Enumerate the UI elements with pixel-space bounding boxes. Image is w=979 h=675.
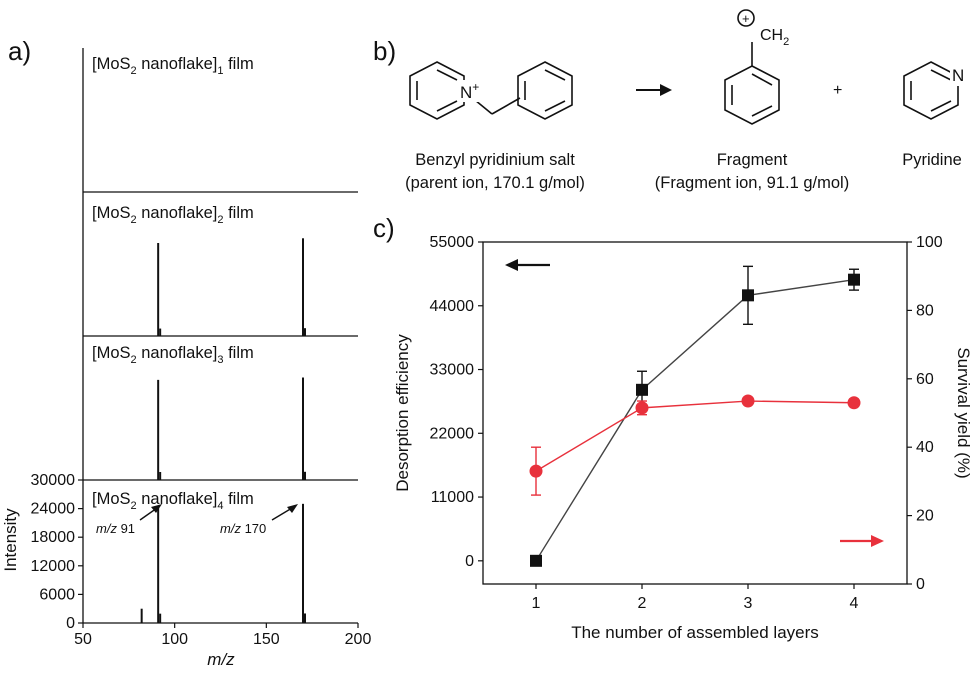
panel-a-xlabel: m/z <box>207 650 235 669</box>
panel-a-x-ticks: 50 100 150 200 <box>74 623 371 648</box>
panel-c-series <box>529 265 861 567</box>
panel-c-y2label: Survival yield (%) <box>954 347 973 478</box>
pyridinium-ring <box>409 61 521 120</box>
data-point-circle <box>529 464 543 478</box>
n-plus-label: N+ <box>460 80 479 102</box>
series-line-right <box>535 400 855 472</box>
y2-tick-label: 80 <box>916 302 934 319</box>
y2-tick-label: 60 <box>916 371 934 388</box>
pyridine-ring <box>903 61 959 120</box>
n-label-bg <box>950 64 966 86</box>
panel-a-y-ticks: 0 6000 12000 18000 24000 30000 <box>31 472 83 632</box>
plot-frame <box>482 241 908 585</box>
panel-c-label: c) <box>373 213 395 243</box>
arrow-head <box>151 504 162 513</box>
x-tick-label: 3 <box>744 595 753 612</box>
parent-desc: (parent ion, 170.1 g/mol) <box>405 174 585 192</box>
panel-a-label: a) <box>8 36 31 66</box>
benzene-ring-parent <box>517 61 573 120</box>
y-tick-label: 11000 <box>431 489 474 506</box>
x-tick-label: 1 <box>532 595 541 612</box>
panel-c-x-ticks: 1 2 3 4 <box>532 584 859 612</box>
panel-c-xlabel: The number of assembled layers <box>571 623 819 642</box>
data-point-square <box>742 289 754 302</box>
panel-b-label: b) <box>373 36 396 66</box>
data-point-circle <box>635 401 649 415</box>
x-tick-label: 100 <box>161 631 188 648</box>
data-point-square <box>636 383 648 396</box>
ch2-label: CH2 <box>760 27 789 48</box>
cation-charge: + <box>742 11 750 26</box>
peak-label-91: m/z 91 <box>96 521 135 536</box>
right-axis-arrow-head <box>871 535 884 547</box>
panel-a-ylabel: Intensity <box>1 508 20 572</box>
panel-a-spectra: [MoS2 nanoflake]1 film [MoS2 nanoflake]2… <box>1 48 371 669</box>
film-label-2: [MoS2 nanoflake]2 film <box>92 204 254 226</box>
y2-tick-label: 20 <box>916 508 934 525</box>
fragment-name: Fragment <box>717 151 788 169</box>
n-label-bg <box>458 80 480 102</box>
arrow-peak-170 <box>271 507 293 521</box>
x-tick-label: 200 <box>345 631 372 648</box>
y-tick-label: 18000 <box>31 529 76 546</box>
peak-label-170: m/z 170 <box>220 521 266 536</box>
x-tick-label: 2 <box>638 595 647 612</box>
data-point-square <box>530 554 542 567</box>
parent-name: Benzyl pyridinium salt <box>415 151 575 169</box>
film-label-4: [MoS2 nanoflake]4 film <box>92 490 254 512</box>
y-tick-label: 12000 <box>31 558 76 575</box>
panel-c-left-y-ticks: 0 11000 22000 33000 44000 55000 <box>430 234 483 570</box>
y-tick-label: 6000 <box>39 586 75 603</box>
data-point-circle <box>741 394 755 408</box>
plus-sign: + <box>833 82 842 99</box>
data-point-circle <box>847 396 861 410</box>
y-tick-label: 0 <box>465 553 474 570</box>
film-label-3: [MoS2 nanoflake]3 film <box>92 344 254 366</box>
spectra-peaks <box>140 238 306 623</box>
panel-c-ylabel: Desorption efficiency <box>393 334 412 492</box>
x-tick-label: 50 <box>74 631 92 648</box>
benzene-ring-fragment <box>724 9 780 125</box>
y-tick-label: 44000 <box>430 298 475 315</box>
x-tick-label: 150 <box>253 631 280 648</box>
arrow-head <box>287 504 298 513</box>
y2-tick-label: 100 <box>916 234 943 251</box>
y-tick-label: 24000 <box>31 501 76 518</box>
pyridine-n-label: N <box>952 66 964 85</box>
y2-tick-label: 0 <box>916 576 925 593</box>
data-point-square <box>848 273 860 286</box>
series-line-left <box>535 278 855 562</box>
y-tick-label: 33000 <box>430 362 475 379</box>
pyridine-name: Pyridine <box>902 151 962 169</box>
y-tick-label: 55000 <box>430 234 475 251</box>
panel-c-right-y-ticks: 0 20 40 60 80 100 <box>907 234 943 593</box>
y2-tick-label: 40 <box>916 439 934 456</box>
y-tick-label: 30000 <box>31 472 76 489</box>
y-tick-label: 0 <box>66 615 75 632</box>
left-axis-arrow-head <box>505 259 518 271</box>
panel-b-reaction: N+ + CH2 + N <box>405 9 966 192</box>
y-tick-label: 22000 <box>430 425 475 442</box>
film-label-1: [MoS2 nanoflake]1 film <box>92 55 254 77</box>
x-tick-label: 4 <box>850 595 859 612</box>
fragment-desc: (Fragment ion, 91.1 g/mol) <box>655 174 849 192</box>
reaction-arrow-head <box>660 84 672 96</box>
